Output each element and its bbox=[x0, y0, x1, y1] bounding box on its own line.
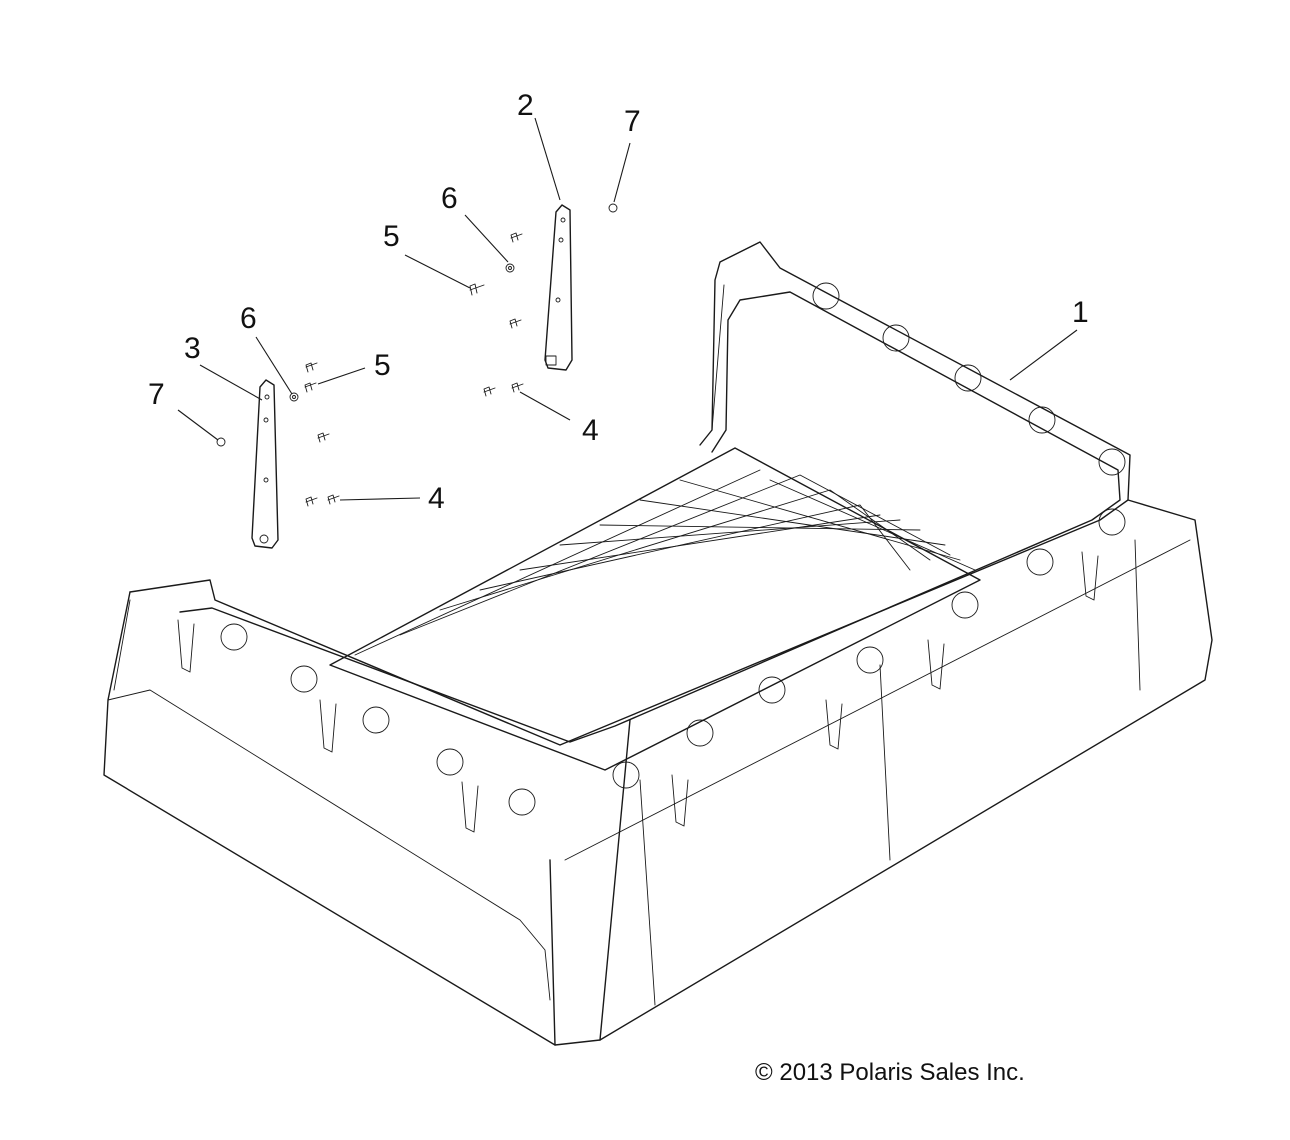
callout-7-lower: 7 bbox=[148, 378, 165, 411]
bolt-4-lower-a bbox=[305, 496, 318, 507]
callout-labels: 1 2 7 6 5 4 6 3 5 7 4 bbox=[148, 89, 1089, 515]
nut-7-upper bbox=[608, 203, 618, 213]
bolt-4-lower-b bbox=[327, 494, 340, 505]
callout-4-upper: 4 bbox=[582, 414, 599, 447]
callout-2: 2 bbox=[517, 89, 534, 122]
callout-5-lower: 5 bbox=[374, 349, 391, 382]
nut-7-lower bbox=[216, 437, 226, 447]
bracket-3 bbox=[251, 379, 279, 549]
callout-4-lower: 4 bbox=[428, 482, 445, 515]
callout-7-upper: 7 bbox=[624, 105, 641, 138]
washer-6-upper bbox=[505, 263, 515, 273]
copyright-notice: © 2013 Polaris Sales Inc. bbox=[755, 1059, 1025, 1086]
bolt-lower-b bbox=[317, 432, 330, 443]
bolt-upper-b bbox=[509, 318, 522, 329]
callout-5-upper: 5 bbox=[383, 220, 400, 253]
callout-3: 3 bbox=[184, 332, 201, 365]
bolt-5-lower bbox=[304, 382, 317, 393]
callout-6-upper: 6 bbox=[441, 182, 458, 215]
bolt-4-upper-a bbox=[483, 386, 496, 397]
leader-lines bbox=[177, 117, 1078, 501]
bolt-4-upper-b bbox=[511, 382, 524, 393]
callout-6-lower: 6 bbox=[240, 302, 257, 335]
callout-1: 1 bbox=[1072, 296, 1089, 329]
cargo-box bbox=[103, 241, 1213, 1046]
bracket-2 bbox=[544, 204, 573, 371]
fasteners bbox=[216, 203, 618, 507]
bolt-lower-a bbox=[305, 362, 318, 373]
washer-6-lower bbox=[289, 392, 299, 402]
bolt-upper-a bbox=[510, 232, 523, 243]
bolt-5-upper bbox=[469, 283, 485, 296]
